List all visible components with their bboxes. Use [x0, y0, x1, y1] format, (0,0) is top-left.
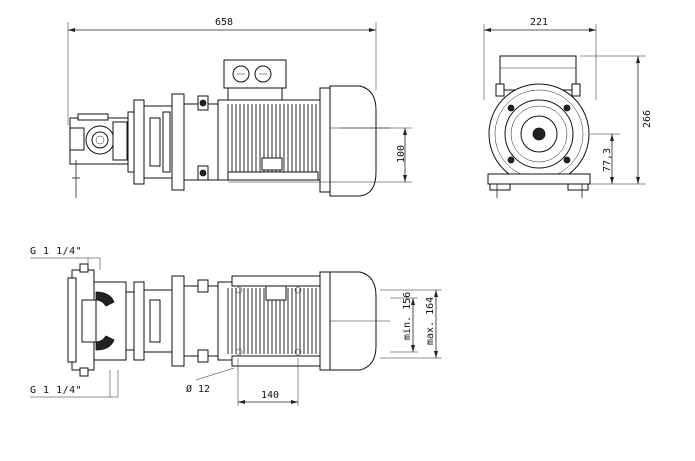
diameter-symbol: Ø — [186, 383, 192, 395]
dim-658-label: 658 — [215, 17, 233, 28]
dim-max-label: max. 164 — [425, 297, 436, 345]
end-housing — [487, 55, 591, 198]
dim-height: 266 — [580, 55, 653, 185]
front-view: 658 — [67, 17, 412, 198]
dim-width: 221 — [483, 17, 597, 100]
port-bottom: G 1 1/4" — [30, 370, 119, 398]
dim-140-label: 140 — [261, 390, 279, 401]
top-view: G 1 1/4" G 1 1/4" — [30, 246, 442, 406]
dim-266-label: 266 — [642, 110, 653, 128]
dim-221-label: 221 — [530, 17, 548, 28]
lantern — [127, 93, 219, 191]
dim-hole: Ø 12 — [186, 367, 235, 395]
motor-body — [217, 85, 390, 197]
dim-axis-height: 100 — [228, 127, 412, 183]
dim-12-label: 12 — [198, 384, 210, 395]
port-bottom-label: G 1 1/4" — [30, 385, 82, 396]
dim-rail-width: min. 156 max. 164 — [380, 289, 442, 359]
port-top-label: G 1 1/4" — [30, 246, 82, 257]
dim-min-label: min. 156 — [402, 292, 413, 340]
pump-head-top — [67, 263, 127, 377]
terminal-box — [223, 59, 287, 103]
side-view: 221 — [483, 17, 653, 198]
dim-100-label: 100 — [396, 145, 407, 163]
dim-77-label: 77,3 — [602, 148, 613, 172]
dim-hole-spacing: 140 — [237, 358, 299, 406]
port-top: G 1 1/4" — [30, 246, 101, 270]
motor-body-top — [217, 271, 390, 371]
lantern-top — [125, 275, 219, 367]
pump-head — [69, 113, 129, 198]
dim-foot-height: 77,3 — [590, 133, 620, 184]
dim-overall-length: 658 — [67, 17, 377, 125]
